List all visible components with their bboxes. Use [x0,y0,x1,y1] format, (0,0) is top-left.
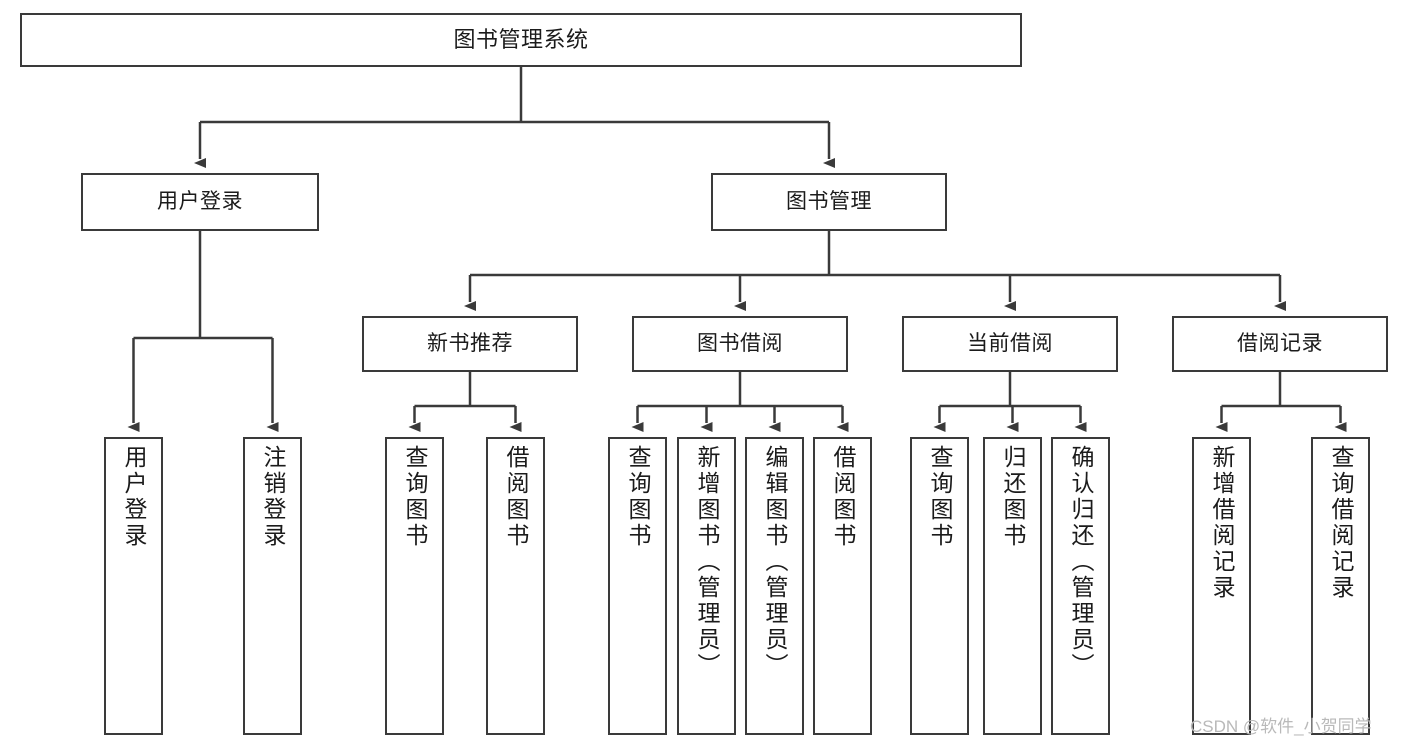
node-leaf_bb_borrow[interactable]: 借阅图书 [813,437,872,735]
node-label: 当前借阅 [967,331,1053,355]
node-label: 借阅图书 [830,445,856,549]
node-new_book_rec[interactable]: 新书推荐 [362,316,578,372]
node-leaf_bb_query[interactable]: 查询图书 [608,437,667,735]
node-label: 新书推荐 [427,331,513,355]
node-borrow_record[interactable]: 借阅记录 [1172,316,1388,372]
node-leaf_cb_return[interactable]: 归还图书 [983,437,1042,735]
node-label: 查询图书 [625,445,651,549]
node-label: 查询图书 [927,445,953,549]
node-book_mgmt[interactable]: 图书管理 [711,173,947,231]
node-leaf_bb_edit[interactable]: 编辑图书（管理员） [745,437,804,735]
node-leaf_user_logout[interactable]: 注销登录 [243,437,302,735]
node-label: 借阅记录 [1237,331,1323,355]
node-label: 借阅图书 [503,445,529,549]
node-leaf_bb_add[interactable]: 新增图书（管理员） [677,437,736,735]
node-label: 查询借阅记录 [1328,445,1354,601]
node-label: 图书借阅 [697,331,783,355]
node-leaf_cb_query[interactable]: 查询图书 [910,437,969,735]
node-current_borrow[interactable]: 当前借阅 [902,316,1118,372]
node-label: 注销登录 [260,445,286,549]
node-leaf_br_add[interactable]: 新增借阅记录 [1192,437,1251,735]
watermark: CSDN @软件_小贺同学 [1190,717,1372,736]
node-label: 归还图书 [1000,445,1026,549]
node-root[interactable]: 图书管理系统 [20,13,1022,67]
node-label: 图书管理系统 [453,27,589,53]
node-user_login[interactable]: 用户登录 [81,173,319,231]
node-leaf_rec_borrow[interactable]: 借阅图书 [486,437,545,735]
node-leaf_cb_confirm[interactable]: 确认归还（管理员） [1051,437,1110,735]
node-leaf_br_query[interactable]: 查询借阅记录 [1311,437,1370,735]
node-label: 编辑图书（管理员） [762,445,788,679]
node-book_borrow[interactable]: 图书借阅 [632,316,848,372]
node-label: 确认归还（管理员） [1068,445,1094,679]
node-leaf_rec_query[interactable]: 查询图书 [385,437,444,735]
node-label: 用户登录 [121,445,147,549]
node-label: 新增图书（管理员） [694,445,720,679]
node-label: 用户登录 [157,189,243,213]
node-label: 图书管理 [786,189,872,213]
node-label: 新增借阅记录 [1209,445,1235,601]
node-leaf_user_login[interactable]: 用户登录 [104,437,163,735]
node-label: 查询图书 [402,445,428,549]
